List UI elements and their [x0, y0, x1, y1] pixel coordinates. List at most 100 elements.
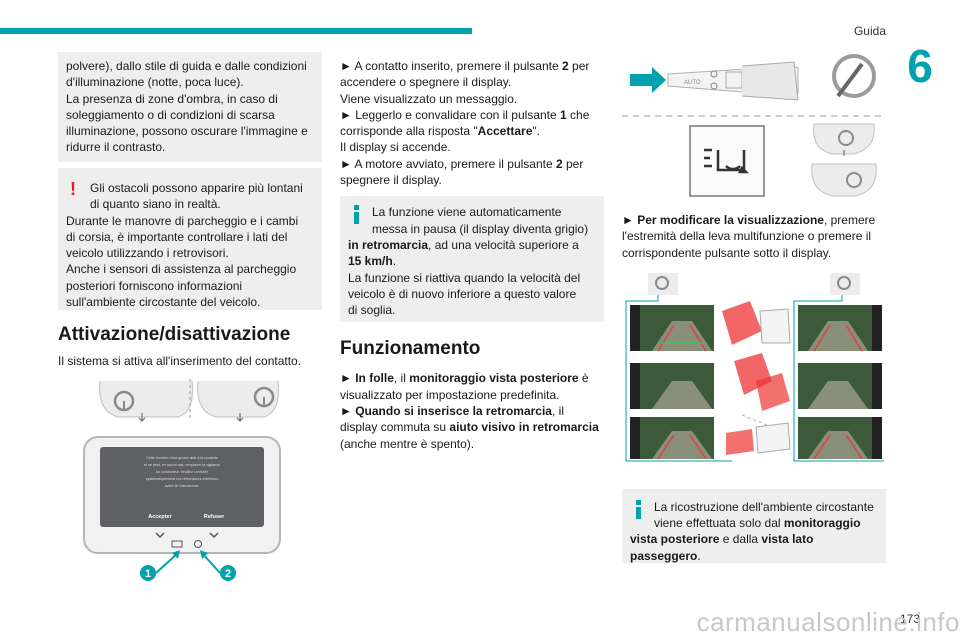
view-line: corrispondente pulsante sotto il display… [622, 245, 832, 260]
callout-1-label: 1 [145, 568, 151, 580]
note-line: illuminazione, possono oscurare l'immagi… [66, 124, 308, 139]
warning-box: ! Gli ostacoli possono apparire più lont… [58, 168, 322, 310]
screen-text-line: systématiquement vos rétroviseurs extéri… [146, 477, 219, 481]
camera-button-icon[interactable] [171, 540, 183, 548]
rear-view-screen [630, 362, 714, 409]
watermark: carmanualsonline.info [696, 607, 960, 637]
page-number: 173 [899, 612, 920, 626]
text-run: , il [551, 403, 564, 418]
view-line: l'estremità della leva multifunzione o p… [622, 229, 872, 244]
text-run: e dalla [719, 532, 762, 547]
text-run: ". [532, 124, 540, 139]
chevron-down-icon [209, 532, 219, 539]
info-line: viene effettuata solo dal monitoraggio [654, 515, 878, 531]
activation-figure: Cette fonction n'est qu'une aide à la co… [83, 379, 281, 582]
info-icon [636, 499, 641, 519]
text-run: in retromarcia [348, 237, 429, 252]
speed-threshold: 15 km/h [348, 254, 393, 269]
button-ref: 1 [560, 107, 567, 122]
info-header: La funzione viene automaticamente messa … [348, 204, 596, 237]
warning-line: Durante le manovre di parcheggio e i cam… [66, 213, 299, 228]
note-line: polvere), dallo stile di guida e dalle c… [66, 59, 307, 73]
view-line: ► Per modificare la visualizzazione, pre… [622, 212, 886, 228]
column-1: polvere), dallo stile di guida e dalle c… [58, 52, 322, 583]
op-line: ► In folle, il monitoraggio vista poster… [340, 370, 604, 386]
answer-ref: Accettare [477, 124, 533, 139]
section-heading-operation: Funzionamento [340, 338, 481, 360]
callout-arrow [155, 552, 179, 575]
column-2: ► A contatto inserito, premere il pulsan… [340, 58, 604, 452]
op-line: visualizzato per impostazione predefinit… [340, 387, 560, 402]
text-run: In folle [355, 371, 394, 386]
text-run: Quando si inserisce la retromarcia [355, 403, 552, 418]
rear-view-screen [798, 362, 882, 409]
info-line: messa in pausa (il display diventa grigi… [372, 221, 589, 236]
op-line: display commuta su aiuto visivo in retro… [340, 419, 604, 435]
info-line: 15 km/h. [348, 253, 596, 269]
step-line: ► A motore avviato, premere il pulsante … [340, 156, 604, 172]
steering-wheel-icon [813, 123, 875, 156]
section-heading-activation: Attivazione/disattivazione [58, 324, 291, 345]
warning-header: ! Gli ostacoli possono apparire più lont… [66, 180, 314, 213]
warning-line: Gli ostacoli possono apparire più lontan… [90, 181, 303, 195]
steering-wheel-icon [99, 381, 193, 423]
header-accent-bar [0, 28, 472, 34]
info-header: La ricostruzione dell'ambiente circostan… [630, 499, 878, 532]
accept-button[interactable]: Accepter [148, 514, 172, 520]
text-run: ► Leggerlo e convalidare con il pulsante [340, 107, 561, 122]
text-run: vista posteriore [630, 532, 720, 547]
text-run: per [562, 156, 584, 171]
rear-view-screen [630, 416, 714, 460]
steering-wheel-icon [197, 381, 279, 423]
rear-camera-icon [704, 148, 750, 174]
info-line: vista posteriore e dalla vista lato [630, 531, 878, 547]
text-run: , il [393, 371, 410, 386]
text-run: viene effettuata solo dal [654, 516, 784, 531]
text-run: . [392, 254, 397, 269]
warning-line: sull'ambiente circostante del veicolo. [66, 295, 261, 310]
text-run: ► [340, 371, 356, 386]
callout-1-badge [140, 565, 156, 582]
flow-line [625, 294, 732, 462]
info-line: veicolo è di nuovo inferiore a questo va… [348, 286, 577, 301]
note-line: ridurre il contrasto. [66, 140, 166, 155]
activation-steps: ► A contatto inserito, premere il pulsan… [340, 58, 604, 188]
note-line: d'illuminazione (notte, poca luce). [66, 75, 244, 90]
flow-line [793, 294, 884, 462]
warning-icon: ! [70, 179, 76, 199]
step-line: accendere o spegnere il display. [340, 75, 512, 90]
step-line: ► A contatto inserito, premere il pulsan… [340, 58, 604, 74]
camera-views-figure [625, 272, 884, 462]
note-line: soleggiamento o di condizioni di scarsa [66, 107, 275, 122]
callout-arrow [201, 552, 221, 574]
text-run: che [566, 107, 590, 122]
warning-line: di quanto siano in realtà. [90, 197, 221, 212]
text-run: è [578, 371, 589, 386]
step-line: Viene visualizzato un messaggio. [340, 91, 518, 106]
rear-view-screen [630, 304, 714, 352]
steering-wheel-icon [830, 272, 860, 295]
op-line: ► Quando si inserisce la retromarcia, il [340, 403, 604, 419]
callout-2-label: 2 [225, 568, 231, 580]
camera-button-enlarged[interactable] [689, 125, 765, 197]
multifunction-stalk[interactable]: AUTO [667, 61, 799, 101]
info-line: La ricostruzione dell'ambiente circostan… [654, 499, 874, 514]
rear-view-screen [798, 304, 882, 352]
steering-wheel-icon [648, 272, 678, 295]
chevron-down-icon [155, 532, 165, 539]
text-run: passeggero [630, 548, 698, 563]
operation-text: ► In folle, il monitoraggio vista poster… [340, 370, 604, 451]
info-line: in retromarcia, ad una velocità superior… [348, 237, 596, 253]
stalk-auto-label: AUTO [684, 80, 701, 86]
screen-text-line: avant de manoeuvrer. [165, 484, 200, 488]
text-run: , ad una velocità superiore a [428, 237, 579, 252]
refuse-button[interactable]: Refuser [204, 514, 225, 520]
text-run: display commuta su [340, 420, 450, 435]
steering-wheel-icon [811, 163, 877, 197]
power-button-icon[interactable] [194, 540, 202, 549]
change-view-text: ► Per modificare la visualizzazione, pre… [622, 212, 886, 261]
text-run: aiuto visivo in retromarcia [449, 420, 599, 435]
stalk-figure: AUTO [622, 54, 886, 197]
button-ref: 2 [562, 59, 569, 73]
callout-arrow-head [172, 550, 180, 560]
